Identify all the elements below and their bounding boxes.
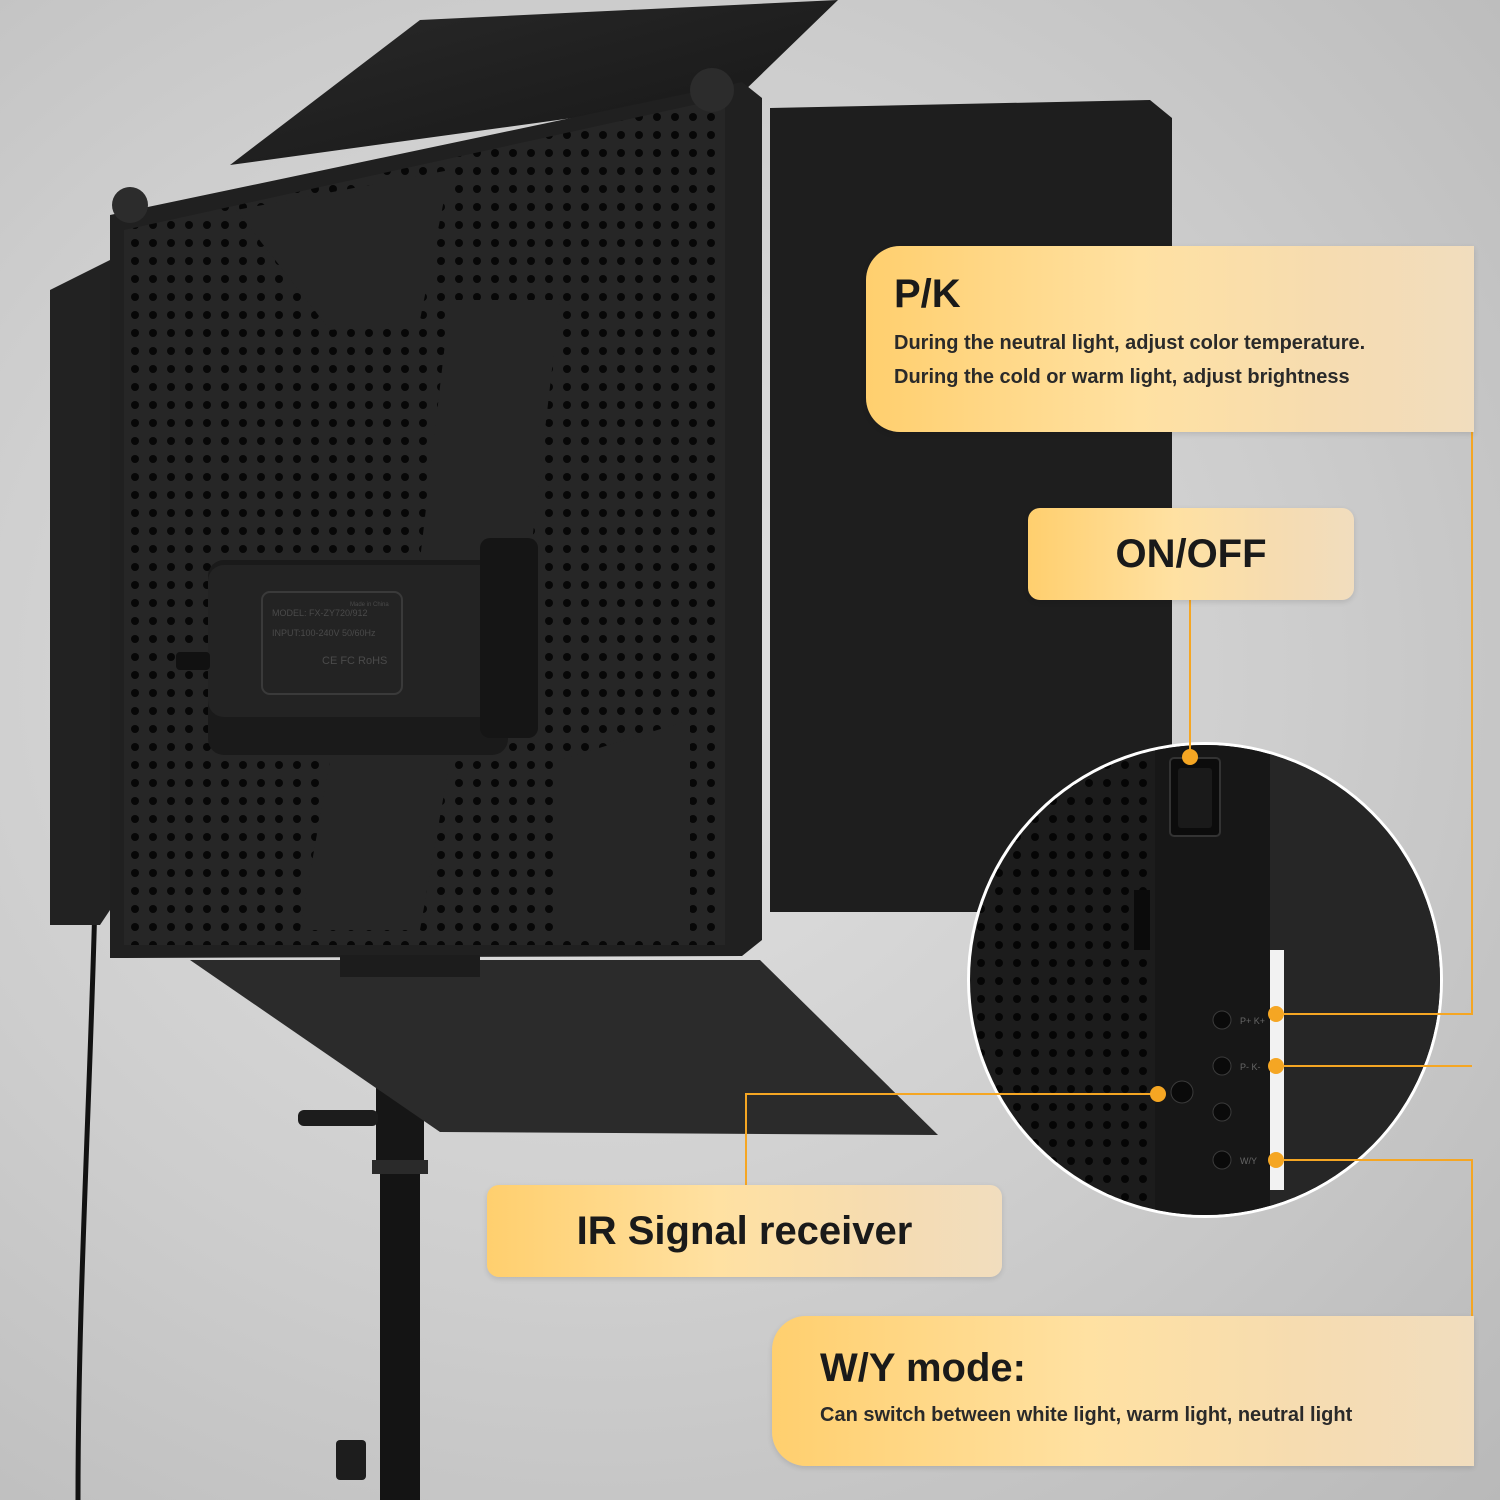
ir-title: IR Signal receiver (576, 1208, 913, 1253)
callout-connectors (745, 432, 1473, 1316)
pk-desc-line2: During the cold or warm light, adjust br… (894, 366, 1350, 388)
zoom-ir-receiver (1170, 1080, 1194, 1104)
wy-desc: Can switch between white light, warm lig… (820, 1404, 1353, 1426)
wy-callout: W/Y mode: Can switch between white light… (772, 1316, 1474, 1466)
pk-desc-line1: During the neutral light, adjust color t… (894, 332, 1366, 354)
onoff-callout: ON/OFF (1028, 508, 1354, 600)
wy-marker-dot (1268, 1152, 1284, 1168)
zoom-p-plus-button (1212, 1010, 1232, 1030)
onoff-marker-dot (1182, 749, 1198, 765)
pk-callout: P/K During the neutral light, adjust col… (866, 246, 1474, 432)
led-panel-back (110, 68, 762, 958)
power-box-model-text: MODEL: FX-ZY720/912 (272, 608, 368, 618)
power-box-input-text: INPUT:100-240V 50/60Hz (272, 628, 376, 638)
power-box-made-in-text: Made in China (350, 602, 389, 608)
zoom-extra-button (1212, 1102, 1232, 1122)
zoom-p-minus-button (1212, 1056, 1232, 1076)
p-minus-marker-dot (1268, 1058, 1284, 1074)
wy-title: W/Y mode: (820, 1346, 1026, 1390)
zoom-p-minus-label: P- K- (1240, 1062, 1261, 1072)
zoom-wy-label: W/Y (1240, 1156, 1257, 1166)
zoom-detail: P+ K+ P- K- W/Y (967, 742, 1443, 1218)
power-box-marks-text: CE FC RoHS (322, 655, 387, 667)
zoom-p-plus-label: P+ K+ (1240, 1016, 1265, 1026)
p-plus-marker-dot (1268, 1006, 1284, 1022)
stand-mount (340, 955, 480, 977)
power-supply-box: MODEL: FX-ZY720/912 Made in China INPUT:… (176, 538, 538, 755)
ir-marker-dot (1150, 1086, 1166, 1102)
ir-callout: IR Signal receiver (487, 1185, 1002, 1277)
pk-title: P/K (894, 272, 961, 316)
zoom-wy-button (1212, 1150, 1232, 1170)
onoff-title: ON/OFF (1115, 531, 1267, 576)
